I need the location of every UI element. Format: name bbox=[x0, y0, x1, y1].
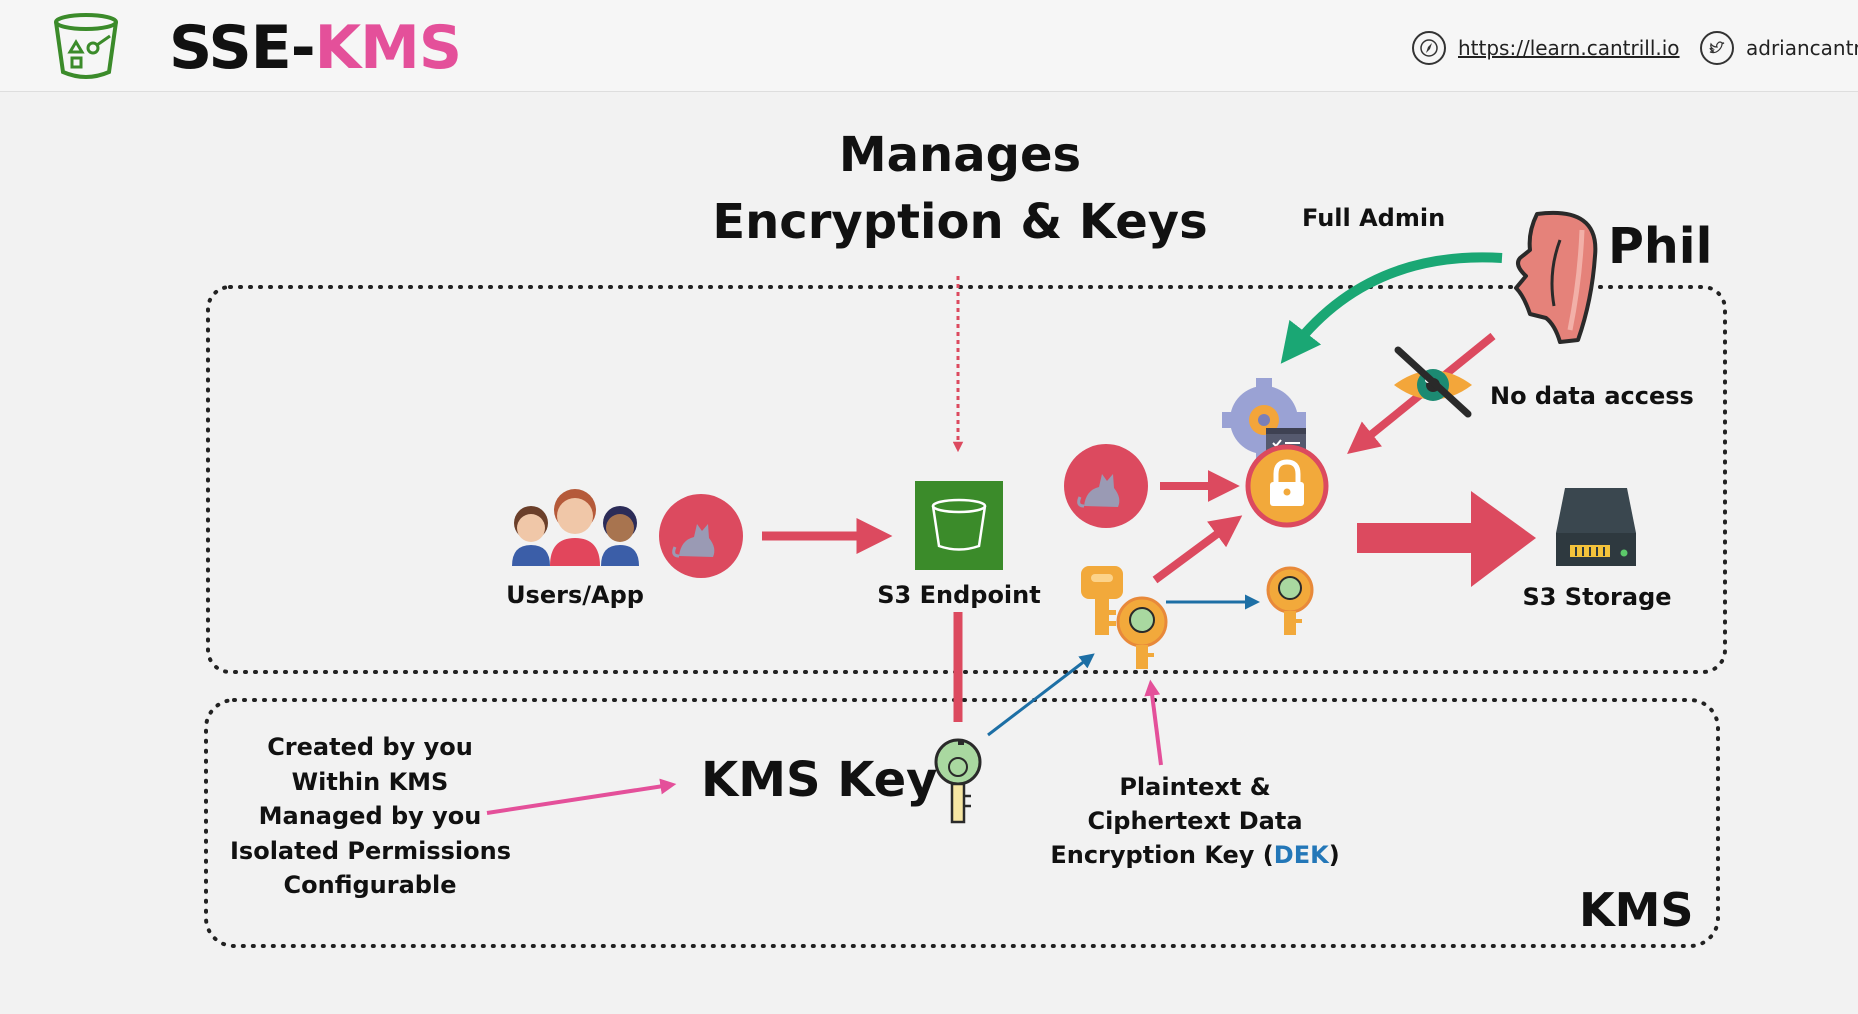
no-access-eye-icon bbox=[1394, 346, 1472, 418]
dek-line3: Encryption Key (DEK) bbox=[1050, 841, 1340, 869]
users-app-label: Users/App bbox=[506, 581, 644, 609]
kms-box-label: KMS bbox=[1579, 883, 1694, 937]
cat-data-icon-2 bbox=[1064, 444, 1148, 528]
website-link[interactable]: https://learn.cantrill.io bbox=[1412, 28, 1680, 68]
compass-icon bbox=[1412, 31, 1446, 65]
plaintext-dek-key-icon bbox=[1081, 566, 1123, 635]
twitter-link[interactable]: adriancantri bbox=[1700, 28, 1858, 68]
phil-label: Phil bbox=[1608, 218, 1713, 275]
properties-to-kms-arrow bbox=[486, 778, 677, 815]
s3-endpoint-label: S3 Endpoint bbox=[877, 581, 1041, 609]
users-group-icon bbox=[512, 489, 639, 566]
stored-ciphertext-key-icon bbox=[1266, 566, 1314, 635]
dek-accent: DEK bbox=[1273, 841, 1329, 869]
phil-admin-icon bbox=[1514, 210, 1598, 344]
s3-storage-label: S3 Storage bbox=[1522, 583, 1672, 611]
kms-admin-gear-icon bbox=[1222, 378, 1306, 464]
kms-to-dek-arrow bbox=[987, 653, 1095, 737]
key-to-encrypt-arrow bbox=[1152, 515, 1243, 584]
s3-storage-icon bbox=[1556, 488, 1636, 566]
full-admin-arrow bbox=[1280, 252, 1503, 364]
kms-key-icon bbox=[934, 738, 982, 824]
cat-data-icon bbox=[659, 494, 743, 578]
page-title: SSE-KMS bbox=[169, 13, 462, 83]
key-property-item: Within KMS bbox=[291, 767, 449, 796]
website-url[interactable]: https://learn.cantrill.io bbox=[1458, 36, 1680, 60]
heading-line1: Manages bbox=[838, 127, 1082, 183]
dek-label-arrow bbox=[1144, 679, 1163, 766]
s3-endpoint-icon bbox=[915, 481, 1003, 570]
key-property-item: Isolated Permissions bbox=[230, 836, 512, 865]
key-property-item: Managed by you bbox=[258, 802, 482, 830]
twitter-handle[interactable]: adriancantri bbox=[1746, 36, 1858, 60]
header-bar: SSE-KMS https://learn.cantrill.io adrian… bbox=[0, 0, 1858, 92]
no-data-access-label: No data access bbox=[1490, 382, 1694, 410]
ciphertext-dek-key-icon bbox=[1116, 596, 1168, 669]
dek-description: Plaintext & Ciphertext Data Encryption K… bbox=[1040, 770, 1350, 872]
dek-line2: Ciphertext Data bbox=[1087, 807, 1303, 835]
twitter-bird-icon bbox=[1700, 31, 1734, 65]
kms-key-label: KMS Key bbox=[701, 752, 938, 808]
encrypt-to-storage-arrow bbox=[1357, 491, 1536, 587]
key-property-item: Created by you bbox=[267, 733, 473, 761]
encryption-lock-icon bbox=[1245, 444, 1329, 528]
key-properties-list: Created by you Within KMS Managed by you… bbox=[230, 730, 512, 903]
s3-bucket-logo-icon bbox=[54, 13, 118, 79]
heading-line2: Encryption & Keys bbox=[712, 194, 1208, 250]
s3-boundary-box bbox=[206, 285, 1727, 674]
full-admin-label: Full Admin bbox=[1302, 204, 1446, 232]
key-property-item: Configurable bbox=[283, 871, 457, 899]
dek-line1: Plaintext & bbox=[1119, 773, 1271, 801]
